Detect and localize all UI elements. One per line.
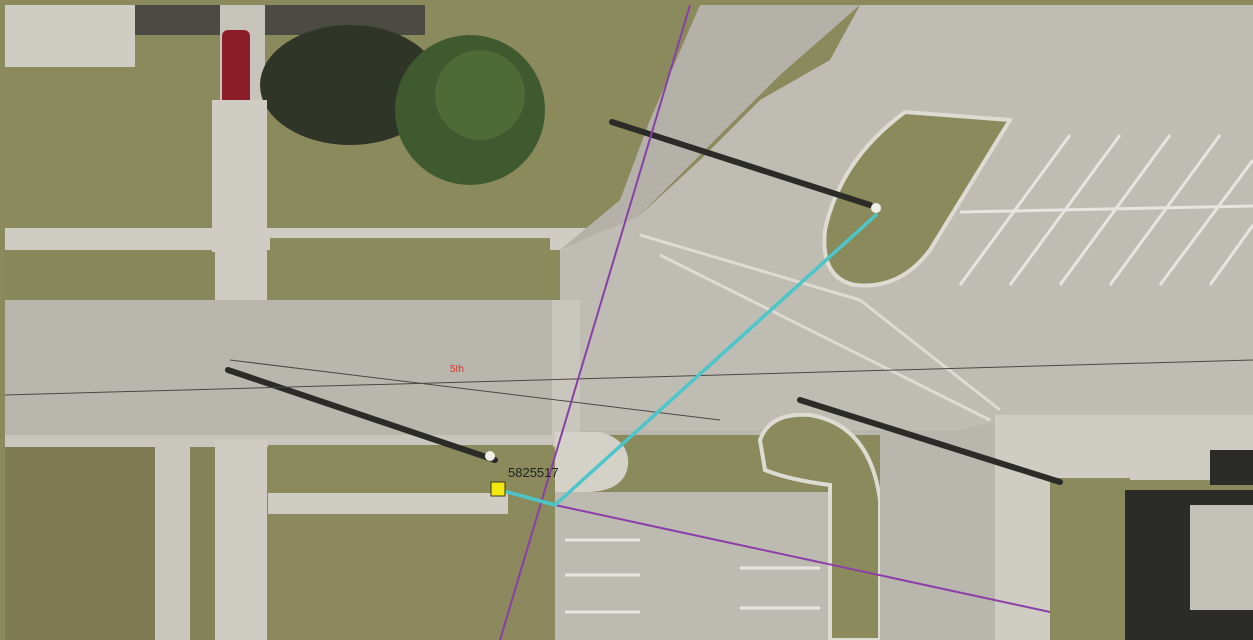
pole-icon[interactable] <box>485 203 881 461</box>
grass-strip-nm <box>270 238 550 298</box>
sidewalk-sw-vertical <box>155 447 190 640</box>
tree-highlight <box>435 50 525 140</box>
sidewalk-se-vertical <box>995 480 1050 640</box>
overhead-wires <box>4 359 1253 421</box>
sidewalk-south-path <box>268 492 508 514</box>
road-south <box>880 435 995 640</box>
sidewalk-south <box>5 435 555 447</box>
grass-se <box>1050 478 1130 640</box>
grass-south-left <box>5 447 155 640</box>
grass-strip-nw <box>5 252 215 300</box>
purple-lines <box>499 4 1051 640</box>
lane-markings <box>639 233 1001 422</box>
parking-stripes-ne <box>958 134 1253 286</box>
pole-shadows <box>225 119 1063 485</box>
parking-island-ne <box>822 109 1014 288</box>
tree-shadow <box>260 25 440 145</box>
parking-stripes-south <box>565 538 820 614</box>
top-left-pad <box>5 5 135 67</box>
sidewalk-left-vertical <box>212 100 267 300</box>
grass-south-lower <box>268 515 553 640</box>
cyan-lines <box>498 213 878 507</box>
crosswalk-left <box>552 300 580 435</box>
grass-south-left2 <box>190 447 215 640</box>
street-label: 5th <box>450 364 464 375</box>
parking-lot-south <box>555 492 830 640</box>
sidewalk-south-vertical <box>215 440 267 640</box>
parking-island-south <box>757 412 882 640</box>
square-marker-icon[interactable] <box>490 481 506 497</box>
parked-car <box>222 30 250 110</box>
building-se <box>1190 505 1253 610</box>
curb-bumpout <box>555 432 629 492</box>
asset-label: 5825517 <box>508 465 559 480</box>
building-shadow-strip <box>1210 450 1253 485</box>
